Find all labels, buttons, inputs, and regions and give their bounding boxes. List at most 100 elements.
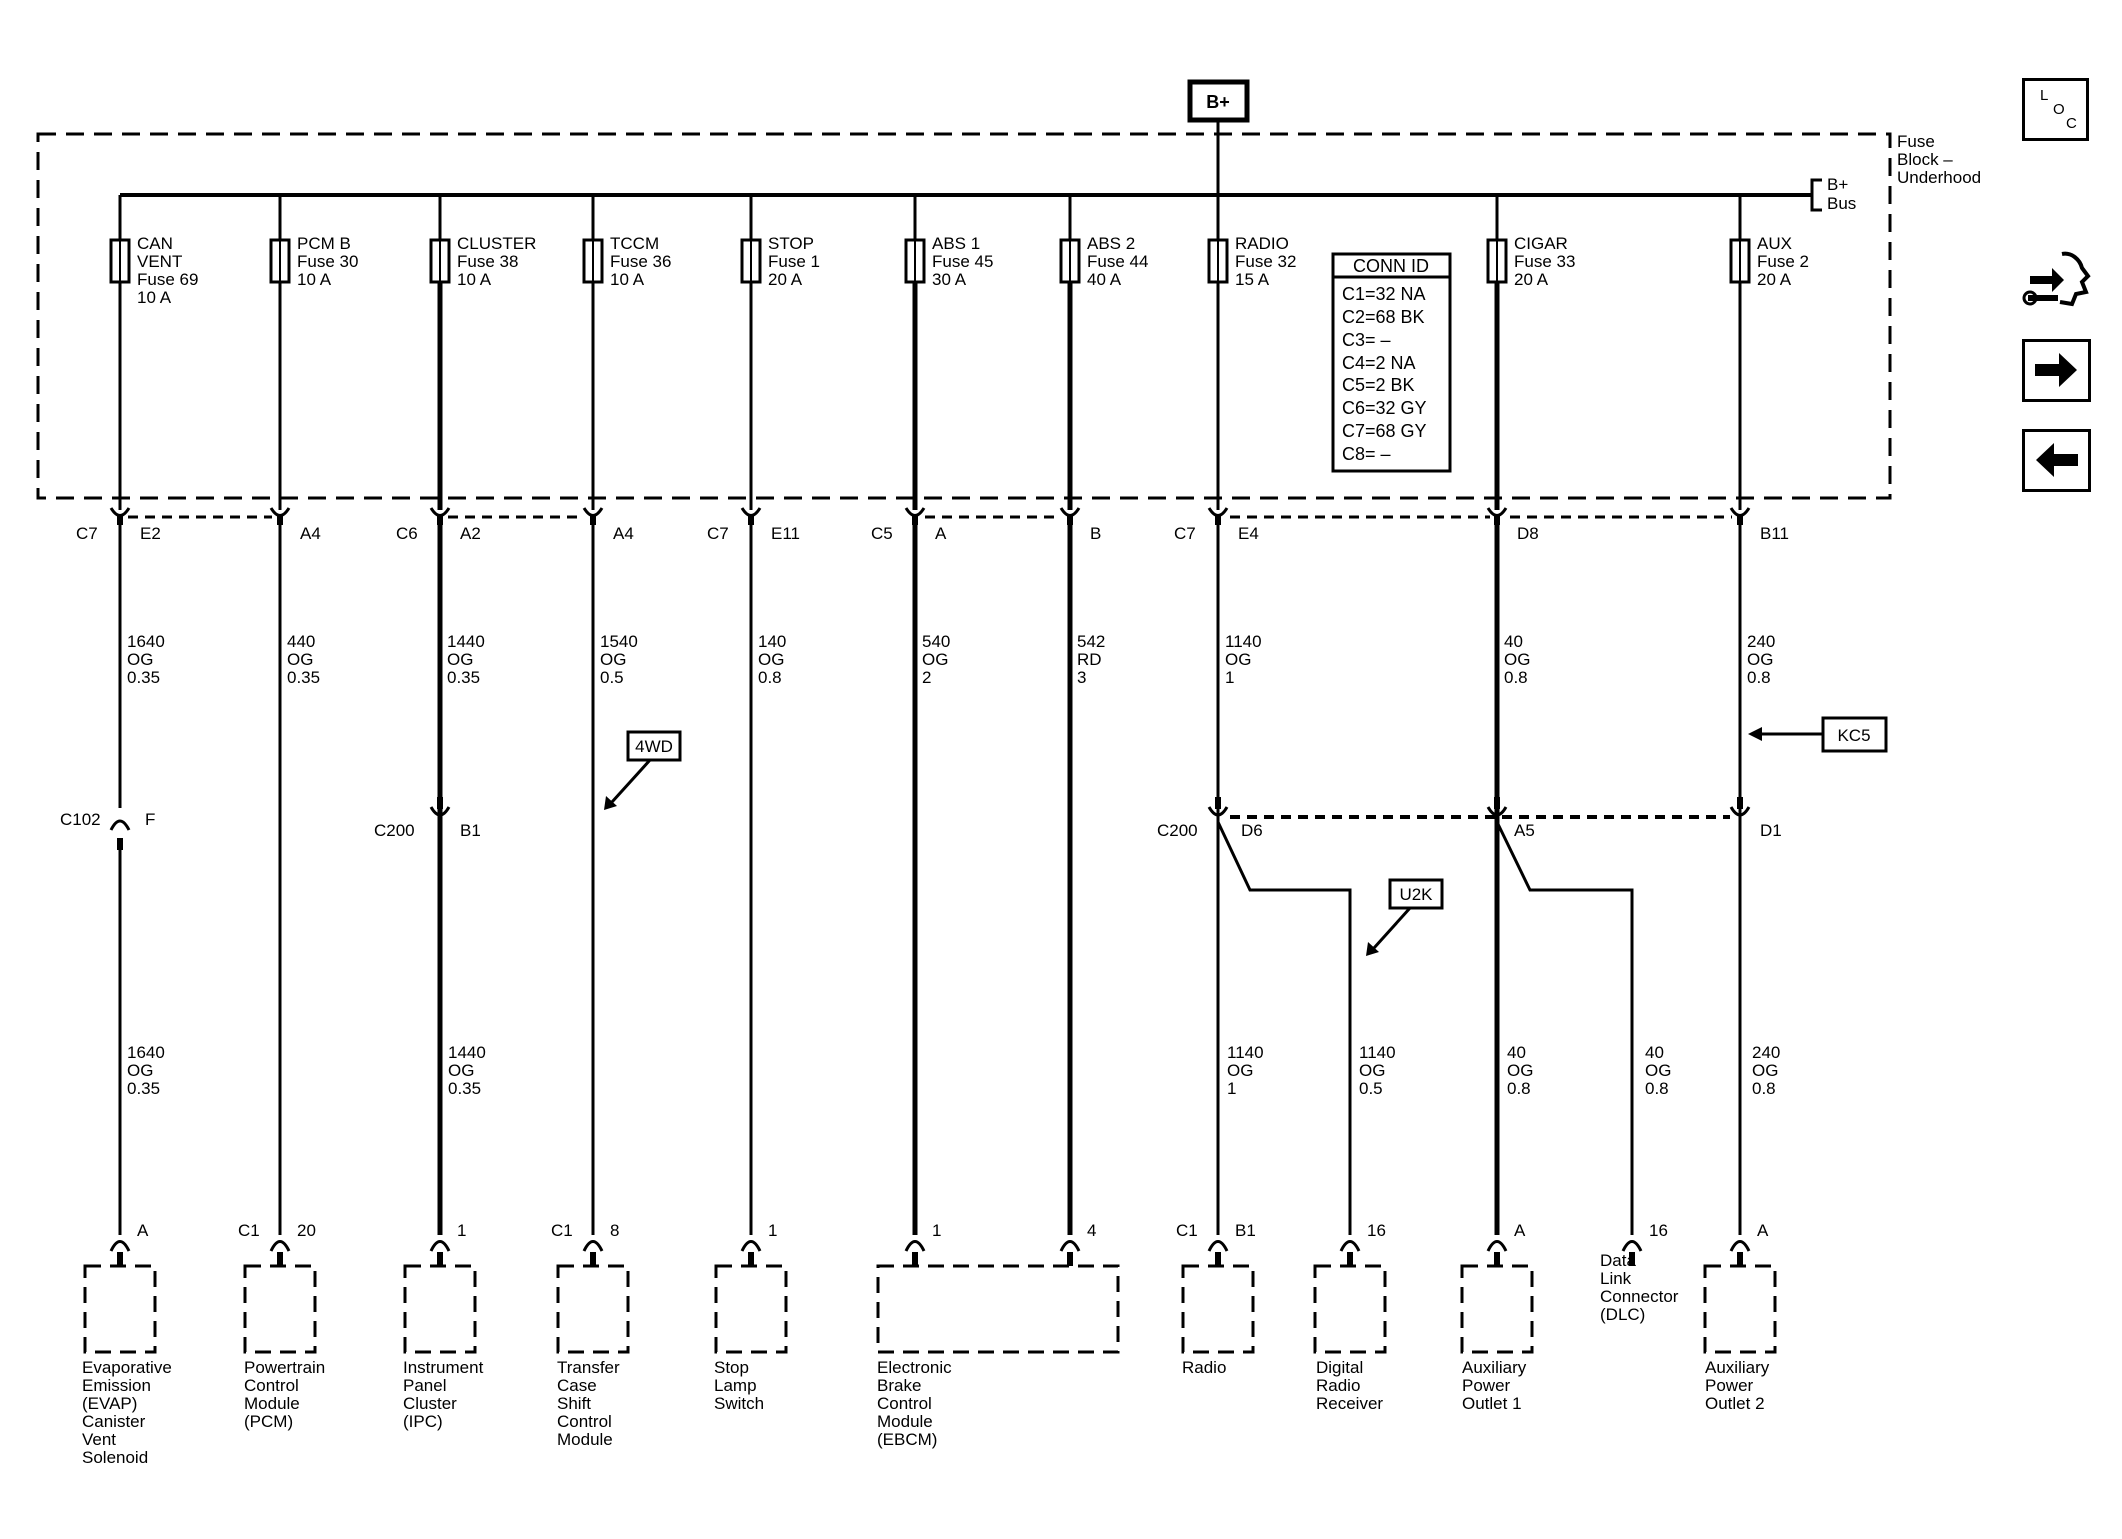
svg-text:20 A: 20 A (1757, 270, 1792, 289)
svg-text:OG: OG (1752, 1061, 1778, 1080)
component-outline (1181, 1264, 1255, 1354)
svg-text:C6: C6 (396, 524, 418, 543)
option-tag-kc5: KC5 (1748, 716, 1888, 753)
next-arrow-icon[interactable] (2022, 339, 2091, 402)
svg-text:OG: OG (287, 650, 313, 669)
fuse-block-connector-pin (1486, 507, 1508, 525)
svg-text:0.5: 0.5 (1359, 1079, 1383, 1098)
svg-text:CIGAR: CIGAR (1514, 234, 1568, 253)
svg-text:C102: C102 (60, 810, 101, 829)
svg-text:A: A (935, 524, 947, 543)
fuse-block-connector-pin (1729, 507, 1751, 525)
svg-text:(EBCM): (EBCM) (877, 1430, 937, 1449)
loc-letter-c: C (2066, 115, 2077, 132)
loc-icon[interactable]: L O C (2022, 78, 2089, 141)
svg-text:Vent: Vent (82, 1430, 116, 1449)
loc-letter-l: L (2040, 87, 2049, 104)
svg-text:C7: C7 (707, 524, 729, 543)
svg-text:10 A: 10 A (610, 270, 645, 289)
svg-text:(DLC): (DLC) (1600, 1305, 1645, 1324)
svg-text:240: 240 (1752, 1043, 1780, 1062)
svg-text:Radio: Radio (1182, 1358, 1226, 1377)
service-info-icon[interactable] (2022, 246, 2092, 318)
wire-label-lower-digital-radio: 1140 OG 0.5 (1359, 1043, 1396, 1098)
svg-text:1440: 1440 (447, 632, 485, 651)
wire-label-lower-outlet2: 240 OG 0.8 (1752, 1043, 1780, 1098)
svg-text:Control: Control (244, 1376, 299, 1395)
svg-text:40: 40 (1507, 1043, 1526, 1062)
svg-text:C1: C1 (551, 1221, 573, 1240)
svg-text:C4=2 NA: C4=2 NA (1342, 353, 1416, 373)
svg-text:U2K: U2K (1399, 885, 1433, 904)
svg-text:10 A: 10 A (297, 270, 332, 289)
svg-text:TCCM: TCCM (610, 234, 659, 253)
svg-text:1440: 1440 (448, 1043, 486, 1062)
svg-text:Power: Power (1705, 1376, 1754, 1395)
svg-text:STOP: STOP (768, 234, 814, 253)
svg-text:440: 440 (287, 632, 315, 651)
svg-text:C7: C7 (76, 524, 98, 543)
svg-text:Brake: Brake (877, 1376, 921, 1395)
svg-text:0.35: 0.35 (127, 1079, 160, 1098)
svg-text:20 A: 20 A (768, 270, 803, 289)
svg-text:Digital: Digital (1316, 1358, 1363, 1377)
connector-c200-d6: C200 D6 (1157, 821, 1263, 840)
svg-text:Fuse 44: Fuse 44 (1087, 252, 1148, 271)
svg-text:2: 2 (922, 668, 931, 687)
svg-text:Fuse 32: Fuse 32 (1235, 252, 1296, 271)
lower-wire-labels: 1640 OG 0.35 1440 OG 0.35 1140 OG 1 1140… (127, 1043, 1780, 1098)
svg-text:RADIO: RADIO (1235, 234, 1289, 253)
fuse-name: TCCM (610, 234, 659, 253)
svg-text:0.8: 0.8 (1504, 668, 1528, 687)
component-outline (243, 1264, 317, 1354)
wire-label-lower-radio: 1140 OG 1 (1227, 1043, 1264, 1098)
wire-label-lower-ipc: 1440 OG 0.35 (448, 1043, 486, 1098)
svg-text:140: 140 (758, 632, 786, 651)
svg-text:4WD: 4WD (635, 737, 673, 756)
svg-text:B1: B1 (460, 821, 481, 840)
splice-branches (1216, 821, 1634, 1235)
svg-text:OG: OG (127, 650, 153, 669)
svg-text:1640: 1640 (127, 632, 165, 651)
svg-text:Solenoid: Solenoid (82, 1448, 148, 1467)
fuse-block-label: Fuse Block – Underhood (1897, 132, 1981, 187)
svg-text:4: 4 (1087, 1221, 1096, 1240)
svg-text:Instrument: Instrument (403, 1358, 484, 1377)
svg-text:20: 20 (297, 1221, 316, 1240)
svg-text:D8: D8 (1517, 524, 1539, 543)
svg-text:1140: 1140 (1359, 1043, 1396, 1062)
component-outline (714, 1264, 788, 1354)
svg-text:C5: C5 (871, 524, 893, 543)
svg-text:D1: D1 (1760, 821, 1782, 840)
svg-text:Auxiliary: Auxiliary (1705, 1358, 1770, 1377)
svg-text:OG: OG (1225, 650, 1251, 669)
svg-text:C1: C1 (238, 1221, 260, 1240)
svg-text:C8= –: C8= – (1342, 444, 1391, 464)
svg-text:Module: Module (877, 1412, 933, 1431)
svg-text:A4: A4 (300, 524, 321, 543)
svg-text:Shift: Shift (557, 1394, 591, 1413)
svg-text:3: 3 (1077, 668, 1086, 687)
loc-letter-o: O (2053, 101, 2065, 118)
svg-text:C1: C1 (1176, 1221, 1198, 1240)
svg-text:Auxiliary: Auxiliary (1462, 1358, 1527, 1377)
svg-text:1: 1 (1225, 668, 1234, 687)
svg-text:Canister: Canister (82, 1412, 146, 1431)
svg-text:B1: B1 (1235, 1221, 1256, 1240)
connector-c200-b1: C200 B1 (374, 821, 481, 840)
previous-arrow-icon[interactable] (2022, 429, 2091, 492)
